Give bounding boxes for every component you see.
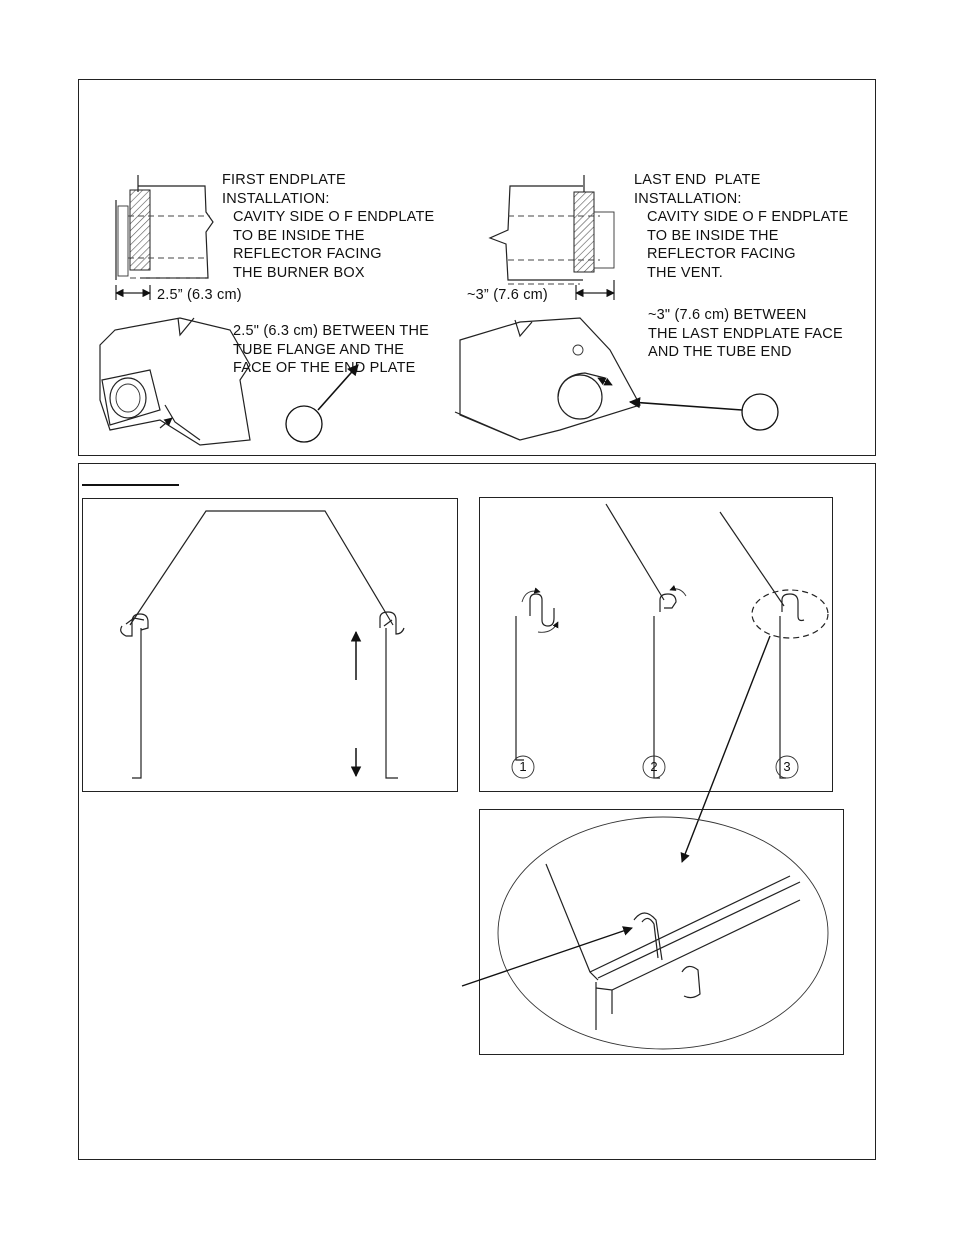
detail-highlight-ring <box>751 589 829 639</box>
first-endplate-isometric <box>99 317 251 446</box>
callout-circle-right <box>741 393 779 431</box>
step-2-circle <box>642 755 666 779</box>
callout-circle-left <box>285 405 323 443</box>
step-3-label: 3 <box>783 759 791 774</box>
last-endplate-dimension: ~3” (7.6 cm) <box>467 287 548 303</box>
step-1-circle <box>511 755 535 779</box>
hook-step-3 <box>680 511 829 863</box>
hook-steps-panel <box>479 497 833 792</box>
step-2-label: 2 <box>650 759 658 774</box>
reflector-profile-panel <box>82 498 458 792</box>
last-endplate-body: CAVITY SIDE O F ENDPLATE TO BE INSIDE TH… <box>647 209 849 281</box>
hook-step-2 <box>605 503 687 779</box>
first-endplate-title: FIRST ENDPLATE INSTALLATION: <box>222 172 346 207</box>
endplate-installation-panel <box>78 79 876 456</box>
step-3-circle <box>775 755 799 779</box>
reflector-profile <box>120 510 405 779</box>
first-endplate-note: 2.5" (6.3 cm) BETWEEN THE TUBE FLANGE AN… <box>233 323 429 376</box>
first-endplate-body: CAVITY SIDE O F ENDPLATE TO BE INSIDE TH… <box>233 209 435 281</box>
section-underline <box>82 484 179 486</box>
first-endplate-elevation <box>115 175 214 300</box>
step-1-label: 1 <box>519 759 527 774</box>
reflector-hanger-panel <box>78 463 876 1160</box>
hook-detail-panel <box>479 809 844 1055</box>
last-endplate-elevation <box>488 175 615 300</box>
last-endplate-note: ~3" (7.6 cm) BETWEEN THE LAST ENDPLATE F… <box>648 307 843 360</box>
first-endplate-dimension: 2.5” (6.3 cm) <box>157 287 242 303</box>
last-endplate-title: LAST END PLATE INSTALLATION: <box>634 172 761 207</box>
hook-step-1 <box>515 587 559 761</box>
hook-detail-view <box>461 816 829 1050</box>
